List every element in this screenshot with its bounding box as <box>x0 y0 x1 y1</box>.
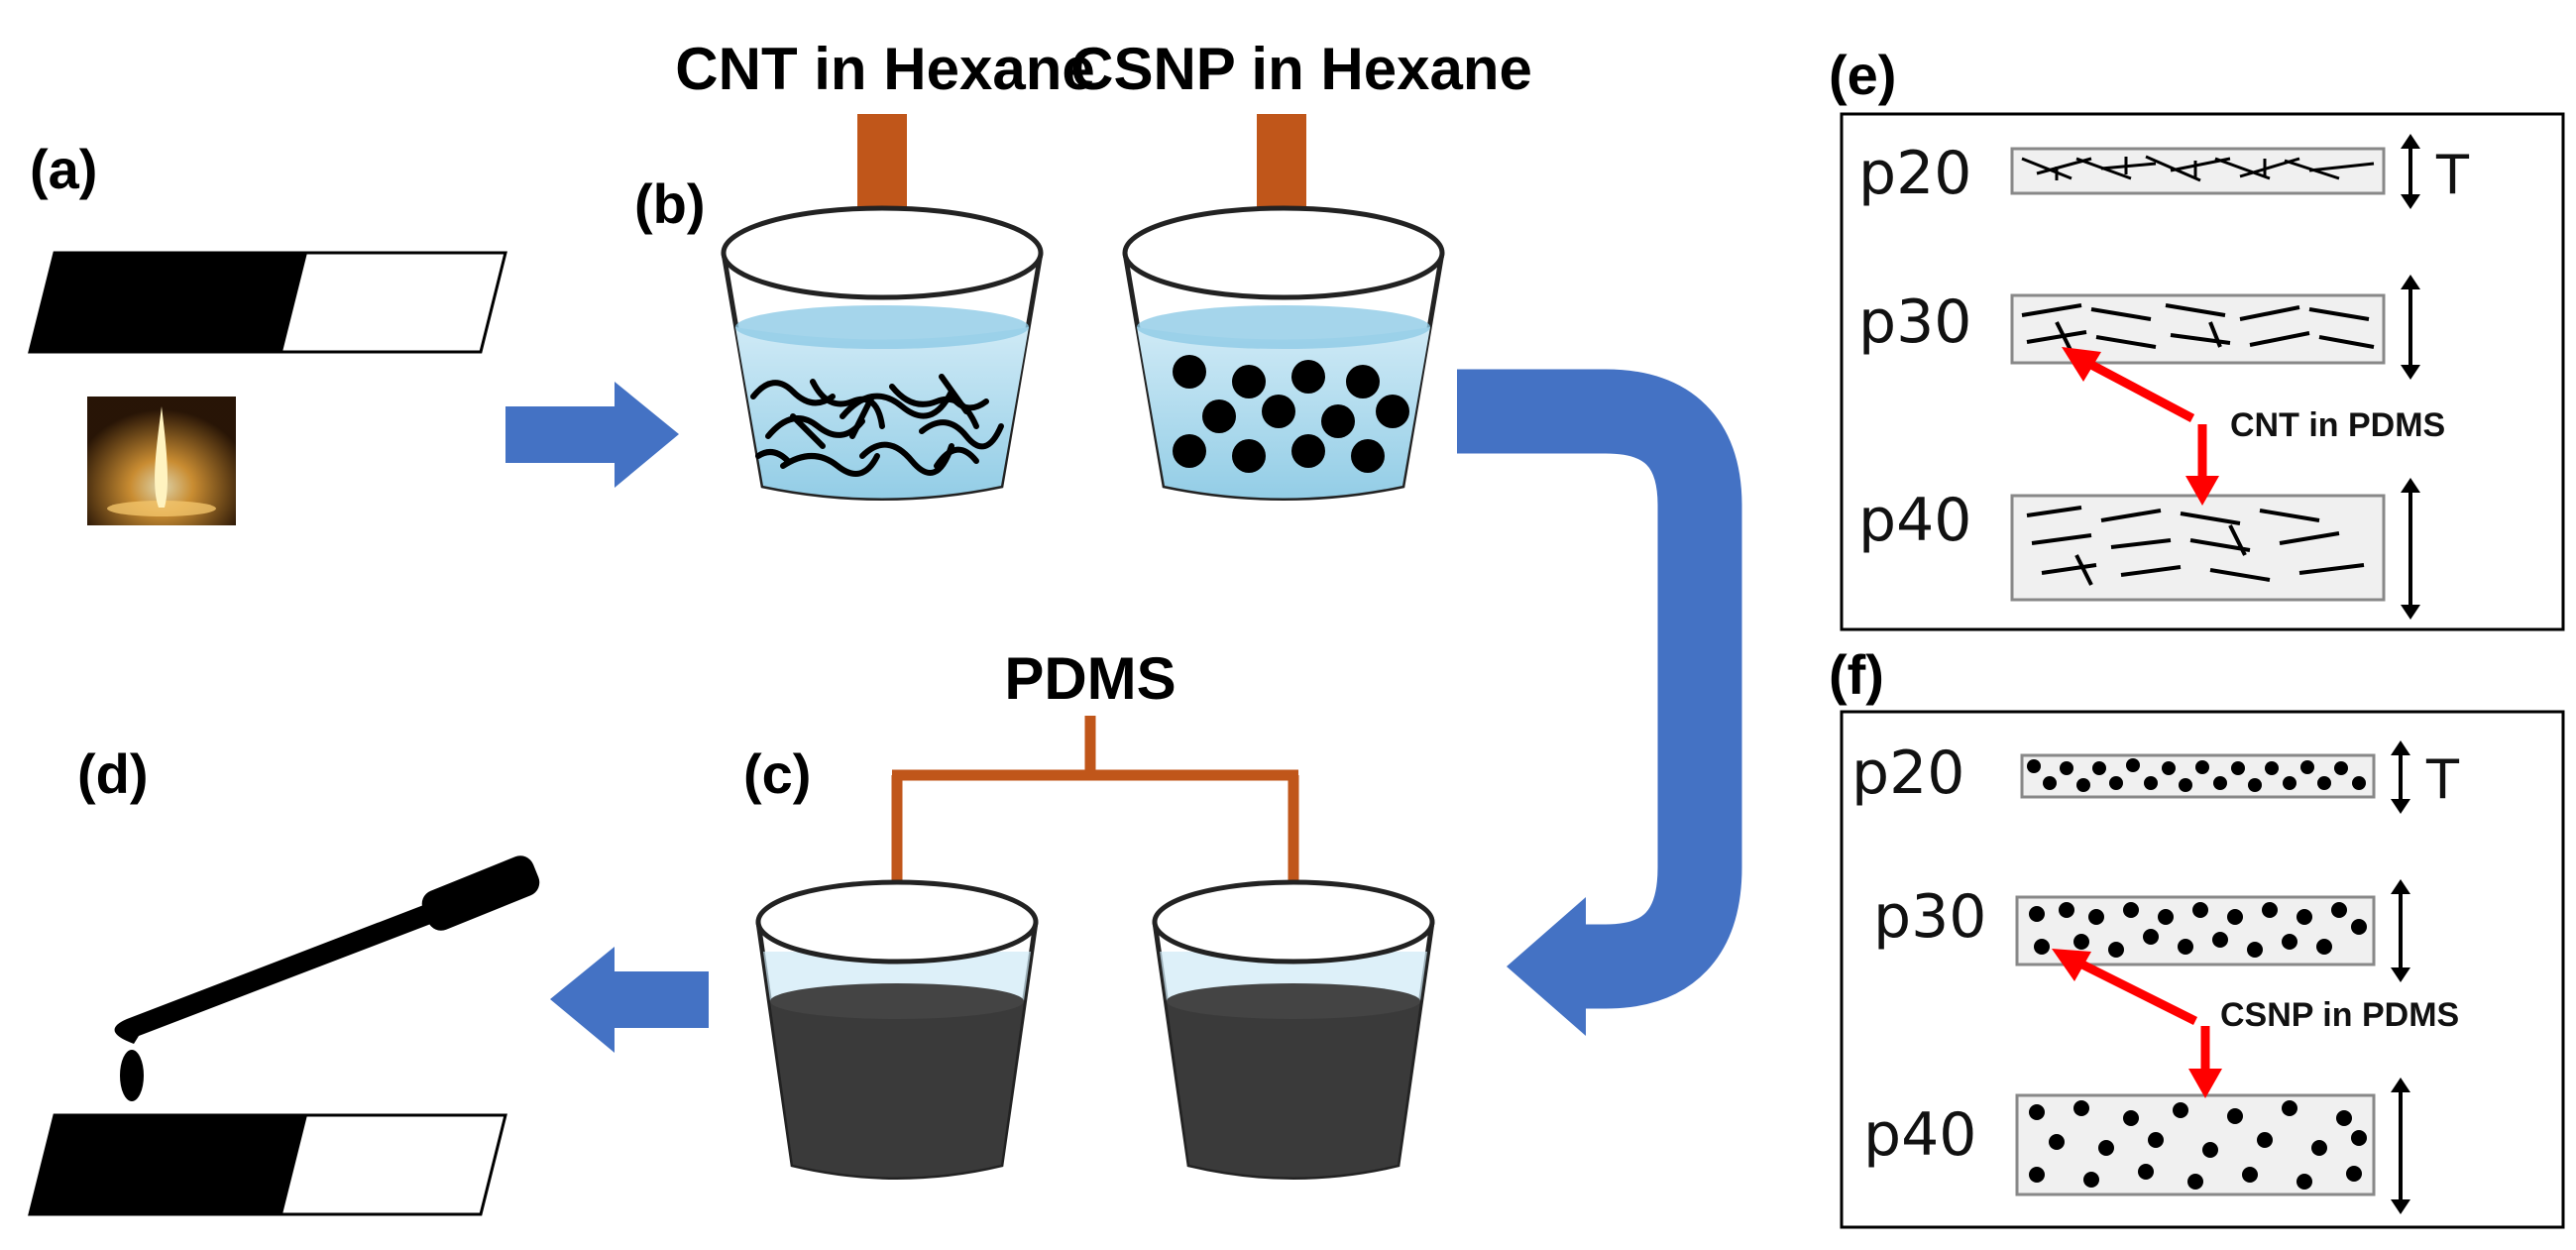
cup-csnp-in-hexane <box>1122 205 1445 501</box>
cup-csnp-pdms-mixture <box>1152 879 1435 1180</box>
panel-e-row-label-p20: p20 <box>1858 139 1971 208</box>
panel-f-thickness-label: T <box>2425 748 2460 811</box>
label-cnt-in-hexane: CNT in Hexane <box>675 36 1094 102</box>
panel-f-film-p20 <box>2020 753 2376 799</box>
cup-cnt-in-hexane <box>721 205 1044 501</box>
panel-e-row-label-p30: p30 <box>1858 287 1971 357</box>
panel-e-film-p20 <box>2010 147 2386 195</box>
panel-label-a: (a) <box>30 138 97 200</box>
process-arrow-b-to-c <box>1457 369 1742 1036</box>
panel-f-particles-p40 <box>2029 1100 2367 1190</box>
panel-e-highlight-arrows <box>2062 347 2219 506</box>
pdms-split-arrow <box>891 716 1299 887</box>
panel-e-thickness-label: T <box>2435 144 2470 206</box>
cnt-fibers <box>750 374 1004 477</box>
label-csnp-in-hexane: CSNP in Hexane <box>1070 36 1532 102</box>
panel-f-row-label-p40: p40 <box>1863 1100 1976 1170</box>
panel-label-b: (b) <box>634 172 706 235</box>
panel-e-annotation: CNT in PDMS <box>2230 406 2445 444</box>
cup-cnt-pdms-mixture <box>755 879 1039 1180</box>
csnp-particles <box>1173 355 1409 473</box>
label-pdms: PDMS <box>1004 645 1176 712</box>
panel-f-particles-p20 <box>2027 758 2366 792</box>
candle-flame-image <box>87 397 236 525</box>
dropper-pipette <box>114 855 540 1101</box>
panel-label-c: (c) <box>743 742 811 805</box>
panel-e-film-p40 <box>2010 494 2386 602</box>
panel-f-particles-p30 <box>2029 902 2367 958</box>
process-arrow-c-to-d <box>550 947 709 1053</box>
panel-f-highlight-arrows <box>2052 949 2222 1098</box>
panel-label-e: (e) <box>1829 44 1896 106</box>
panel-e-row-label-p40: p40 <box>1858 486 1971 555</box>
panel-f-row-label-p30: p30 <box>1873 882 1986 952</box>
panel-label-d: (d) <box>77 742 149 805</box>
panel-e-cnt-lines-p30 <box>2021 303 2375 353</box>
panel-f-thickness-arrows <box>2391 740 2410 1214</box>
panel-f-annotation: CSNP in PDMS <box>2220 996 2459 1034</box>
panel-e-thickness-arrows <box>2401 134 2420 620</box>
panel-e-cnt-lines-p40 <box>2026 506 2365 586</box>
substrate-slide-a <box>28 251 507 354</box>
panel-label-f: (f) <box>1829 643 1884 706</box>
substrate-slide-d <box>28 1113 507 1216</box>
panel-e-cnt-lines-p20 <box>2021 155 2375 182</box>
panel-f-row-label-p20: p20 <box>1851 739 1964 808</box>
process-arrow-a-to-b <box>505 382 679 488</box>
